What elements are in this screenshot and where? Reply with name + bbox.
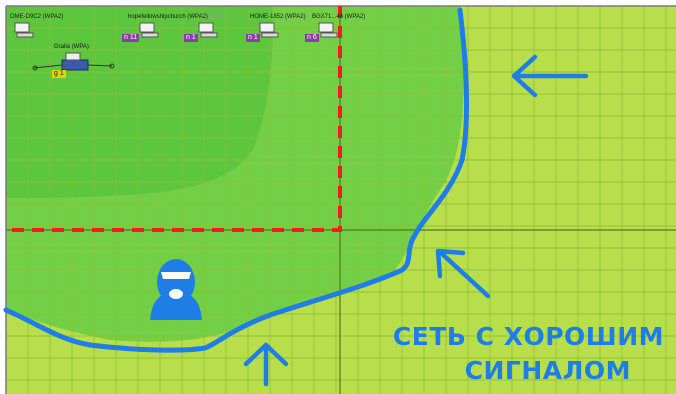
- good-signal-boundary-line: [3, 7, 469, 353]
- access-point-label: (WPA2): [205, 14, 226, 20]
- access-point-label: BGX71...46 (WPA2): [312, 14, 366, 20]
- access-point-icon[interactable]: [198, 22, 220, 38]
- router-icon[interactable]: [32, 52, 116, 78]
- caption-line-1: СЕТЬ С ХОРОШИМ: [392, 322, 664, 351]
- access-point-label: hopefellowshipchurch (WPA2): [128, 14, 208, 20]
- channel-badge: n 1: [246, 34, 260, 42]
- access-point-label: HOME-1852 (WPA2): [250, 14, 306, 20]
- arrow-icon: [243, 342, 289, 387]
- access-point-icon[interactable]: [318, 22, 340, 38]
- masked-person-icon: [150, 259, 202, 320]
- access-point-icon[interactable]: [259, 22, 281, 38]
- arrow-icon: [435, 248, 491, 299]
- access-point-label: OME-D9C2 (WPA2): [10, 14, 64, 20]
- channel-badge: n 11: [122, 34, 140, 42]
- access-point-icon[interactable]: [14, 22, 36, 38]
- access-point-icon[interactable]: [139, 22, 161, 38]
- caption-line-2: СИГНАЛОМ: [464, 356, 631, 385]
- channel-badge: n 6: [305, 34, 319, 42]
- channel-badge: n 1: [184, 34, 198, 42]
- channel-badge: g 1: [52, 70, 66, 78]
- arrow-icon: [511, 54, 589, 98]
- restricted-zone-boundary: [6, 6, 342, 232]
- router-label: Gralia (WPA): [54, 44, 89, 50]
